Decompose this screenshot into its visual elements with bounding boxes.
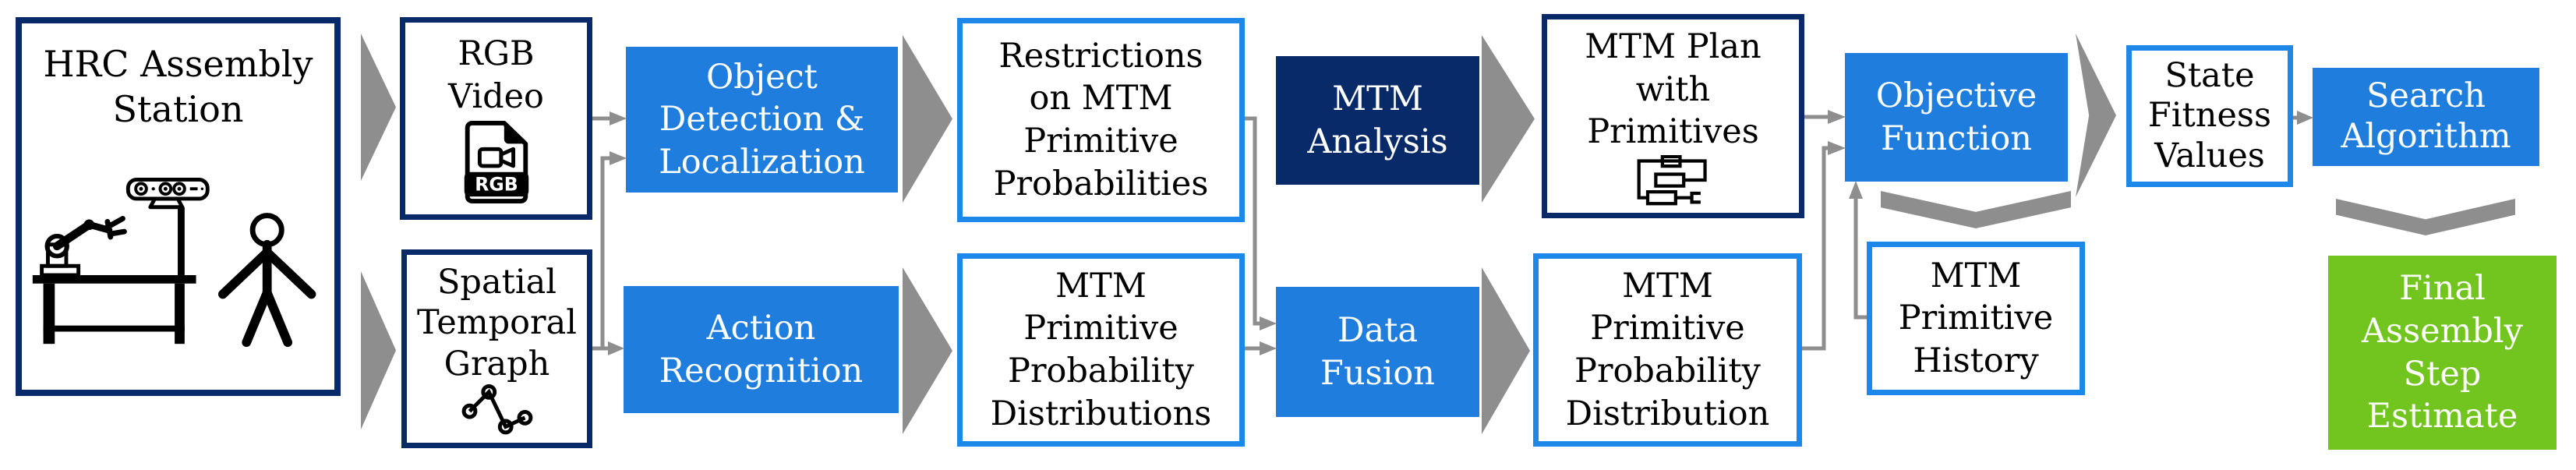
node-final-assembly-step-estimate: Final Assembly Step Estimate [2328,256,2557,450]
node-label: Data Fusion [1320,310,1435,393]
node-label: Search Algorithm [2341,76,2511,156]
arrowhead [610,151,627,165]
connector-mtm-history-to-objective-function [1849,181,1867,320]
skeleton-graph-icon [461,384,532,435]
node-state-fitness-values: State Fitness Values [2126,45,2293,187]
arrow-hrc-to-rgb-video [361,34,396,181]
node-label: MTM Plan with Primitives [1585,27,1762,152]
connector-mtm-plan-to-objective-function [1804,110,1846,124]
arrowhead [608,341,624,355]
node-label: Objective Function [1875,76,2037,158]
arrowhead [610,111,627,125]
node-label: HRC Assembly Station [43,43,313,130]
arrowhead [1828,110,1846,124]
rgb-banner-label: RGB [475,173,518,195]
arrowhead [1849,181,1863,199]
node-mtm-plan-with-primitives: MTM Plan with Primitives [1542,14,1804,218]
arrow-mtm-analysis-to-mtm-plan [1482,35,1535,203]
node-label: RGB Video [448,34,544,116]
node-search-algorithm: Search Algorithm [2313,68,2539,166]
robot-arm-icon [40,216,127,277]
node-rgb-video: RGB Video RGB [400,17,592,220]
connector-restrictions-to-data-fusion [1245,116,1277,330]
arrowhead [1828,141,1846,155]
node-label: State Fitness Values [2147,55,2272,175]
node-mtm-primitive-probability-distributions: MTM Primitive Probability Distributions [957,253,1245,447]
arrowhead [2297,111,2313,125]
assembly-station-illustration [32,178,316,348]
connector-distributions-to-data-fusion [1245,341,1277,355]
node-label: Restrictions on MTM Primitive Probabilit… [993,36,1209,203]
node-mtm-analysis: MTM Analysis [1276,56,1479,185]
node-restrictions-on-mtm-primitive-probabilities: Restrictions on MTM Primitive Probabilit… [957,18,1245,222]
node-label: Action Recognition [659,308,864,390]
depth-camera-icon [125,178,210,275]
node-label: MTM Primitive Probability Distribution [1565,266,1770,433]
workbench-icon [32,274,196,345]
arrow-objective-function-to-state-fitness [2076,34,2116,197]
connector-rgb-to-object-detection [592,111,627,125]
node-mtm-primitive-history: MTM Primitive History [1867,242,2085,395]
person-icon [217,213,316,348]
node-objective-function: Objective Function [1845,53,2068,182]
connector-stg-to-action-recognition [592,341,624,355]
rgb-video-file-icon: RGB [464,120,528,203]
node-action-recognition: Action Recognition [624,286,899,413]
arrow-data-fusion-to-distribution [1482,267,1530,434]
mtm-plan-precedence-icon [1637,154,1707,206]
arrow-search-algorithm-to-final-estimate [2336,199,2515,235]
node-label: MTM Primitive History [1898,256,2054,380]
connector-distribution-to-objective-function [1802,141,1846,351]
connector-state-fitness-to-search-algorithm [2293,111,2313,125]
node-data-fusion: Data Fusion [1276,287,1479,417]
node-hrc-assembly-station: HRC Assembly Station [16,17,341,396]
node-label: Final Assembly Step Estimate [2362,269,2523,436]
arrow-objective-function-to-mtm-history [1881,191,2071,228]
node-mtm-primitive-probability-distribution: MTM Primitive Probability Distribution [1533,253,1802,447]
node-label: Object Detection & Localization [659,57,865,182]
arrow-object-detection-to-restrictions [903,35,952,203]
node-spatial-temporal-graph: Spatial Temporal Graph [401,249,592,448]
node-label: MTM Primitive Probability Distributions [990,266,1212,433]
arrow-action-recognition-to-distributions [903,267,952,434]
node-label: Spatial Temporal Graph [417,262,577,383]
node-label: MTM Analysis [1307,79,1448,161]
arrow-hrc-to-spatial-temporal-graph [361,271,396,429]
arrowhead [1260,316,1277,330]
node-object-detection-localization: Object Detection & Localization [626,47,898,193]
arrowhead [1260,341,1277,355]
